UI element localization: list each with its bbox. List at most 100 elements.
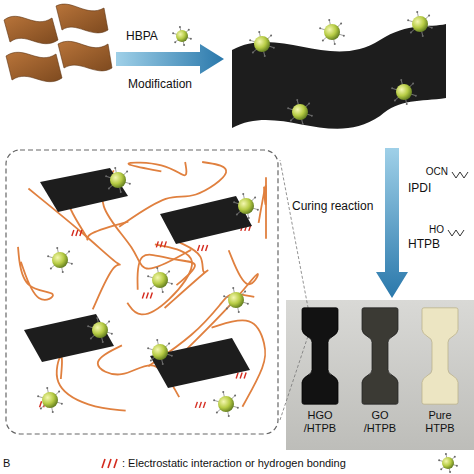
hbpa-sphere — [105, 167, 131, 193]
bond-dash — [244, 372, 246, 378]
amine-end — [105, 175, 107, 177]
amine-end — [108, 187, 110, 189]
amine-end — [238, 311, 240, 313]
bond-dash — [108, 459, 111, 468]
go-sheet — [4, 16, 58, 43]
sphere-core — [396, 84, 412, 100]
amine-end — [233, 201, 235, 203]
amine-end — [58, 391, 60, 393]
process-arrow — [116, 44, 224, 74]
amine-end — [254, 197, 256, 199]
annotation-label: IPDI — [408, 182, 431, 196]
amine-end — [40, 407, 42, 409]
amine-end — [237, 407, 239, 409]
specimen-label: HGO /HTPB — [298, 409, 342, 435]
htpb-chain — [57, 357, 126, 411]
bond-dash — [240, 372, 242, 378]
amine-end — [328, 19, 330, 21]
bond-dash — [76, 230, 78, 236]
hbpa-sphere — [287, 99, 313, 125]
amine-end — [56, 247, 58, 249]
legend-text: : Electrostatic interaction or hydrogen … — [122, 457, 346, 470]
molecule-chain — [448, 230, 464, 236]
hbpa-sphere — [223, 287, 249, 313]
specimen-outline — [302, 308, 338, 404]
go-sheet — [6, 52, 62, 81]
hbpa-sphere — [391, 79, 417, 105]
amine-end — [406, 103, 408, 105]
amine-end — [61, 403, 63, 405]
amine-end — [287, 107, 289, 109]
amine-end — [71, 263, 73, 265]
bond-dash — [72, 230, 74, 236]
amine-end — [445, 453, 447, 455]
amine-end — [394, 99, 396, 101]
amine-end — [252, 51, 254, 53]
bond-dash — [236, 372, 238, 378]
specimen: HGO /HTPB — [298, 306, 342, 435]
amine-end — [440, 468, 442, 470]
annotation-label: B — [3, 457, 10, 470]
sphere-core — [92, 322, 108, 338]
specimen-outline — [362, 308, 398, 404]
amine-end — [319, 27, 321, 29]
hbpa-sphere — [407, 11, 433, 37]
specimen: GO /HTPB — [358, 306, 402, 435]
annotation-label: HBPA — [126, 30, 158, 44]
hbpa-sphere — [87, 317, 113, 343]
amine-end — [449, 471, 451, 473]
amine-end — [190, 38, 192, 40]
magnified-region — [6, 150, 278, 434]
bond-dash — [80, 230, 82, 236]
amine-end — [438, 459, 440, 461]
amine-end — [247, 303, 249, 305]
amine-end — [171, 355, 173, 357]
amine-end — [273, 47, 275, 49]
bond-dash — [114, 459, 117, 468]
hbpa-sphere — [147, 267, 173, 293]
sphere-core — [412, 16, 428, 32]
amine-end — [242, 193, 244, 195]
amine-end — [68, 251, 70, 253]
polymer-network — [18, 162, 266, 411]
annotation-label: OCN — [426, 166, 448, 178]
bond-dash — [146, 293, 148, 299]
amine-end — [50, 267, 52, 269]
amine-end — [162, 363, 164, 365]
process-arrow — [376, 148, 408, 298]
specimen: Pure HTPB — [418, 306, 462, 435]
amine-end — [412, 83, 414, 85]
amine-end — [296, 99, 298, 101]
amine-end — [90, 337, 92, 339]
amine-end — [168, 271, 170, 273]
amine-end — [454, 456, 456, 458]
sphere-core — [228, 292, 244, 308]
amine-end — [188, 29, 190, 31]
legend-sample — [102, 459, 117, 468]
bond-dash — [199, 402, 201, 408]
amine-end — [290, 119, 292, 121]
sphere-core — [292, 104, 308, 120]
sphere-core — [42, 392, 58, 408]
hgo-sheet — [150, 338, 250, 388]
hbpa-sphere — [233, 193, 259, 219]
amine-end — [416, 11, 418, 13]
dumbbell-specimen — [418, 306, 462, 406]
amine-end — [258, 31, 260, 33]
amine-end — [244, 291, 246, 293]
sphere-core — [152, 344, 168, 360]
zoom-leader — [280, 160, 310, 318]
amine-end — [171, 283, 173, 285]
bond-dash — [195, 402, 197, 408]
bond-dash — [206, 245, 208, 251]
amine-end — [87, 325, 89, 327]
go-sheet — [58, 41, 112, 71]
hbpa-sphere — [438, 453, 458, 473]
go-sheet — [56, 4, 108, 33]
bond-dash — [150, 293, 152, 299]
amine-end — [431, 27, 433, 29]
bond-dash — [164, 241, 166, 247]
bond-dash — [142, 293, 144, 299]
hbpa-sphere — [47, 247, 73, 273]
